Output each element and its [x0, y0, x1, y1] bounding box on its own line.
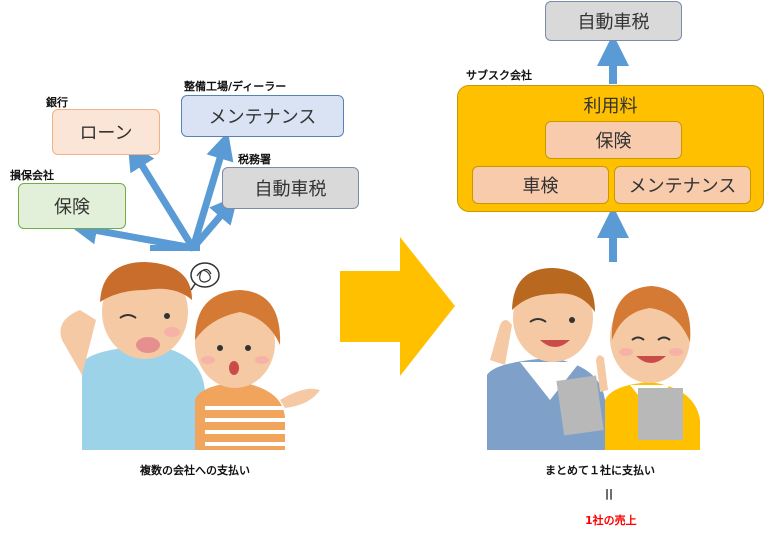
- top-vehicle-tax-box: 自動車税: [545, 1, 682, 41]
- vehicle-tax-box: 自動車税: [222, 167, 359, 209]
- loan-box: ローン: [52, 109, 160, 155]
- arrow-to-tax: [190, 195, 239, 251]
- worried-man-illustration: [60, 262, 205, 450]
- dealer-label: 整備工場/ディーラー: [184, 80, 287, 93]
- arrow-to-maintenance: [189, 131, 234, 250]
- tax-office-label: 税務署: [238, 153, 271, 166]
- right-caption: まとめて１社に支払い: [545, 464, 655, 477]
- insurance-box: 保険: [18, 183, 126, 229]
- fee-insurance-box: 保険: [545, 121, 682, 159]
- confused-woman-illustration: [195, 290, 320, 450]
- left-arrows: [69, 131, 239, 252]
- fee-inspection-box: 車検: [472, 166, 609, 204]
- equals-sign: ||: [605, 487, 614, 500]
- subscription-company-label: サブスク会社: [466, 69, 532, 82]
- single-company-sales: 1社の売上: [585, 514, 637, 527]
- confusion-scribble-icon: [190, 262, 220, 291]
- left-caption: 複数の会社への支払い: [140, 464, 250, 477]
- maintenance-box: メンテナンス: [181, 95, 344, 137]
- happy-man-illustration: [487, 268, 605, 450]
- usage-fee-title: 利用料: [583, 96, 638, 117]
- bank-label: 銀行: [46, 96, 68, 109]
- big-yellow-arrow: [340, 237, 455, 376]
- insurer-label: 損保会社: [10, 169, 54, 182]
- fee-maintenance-box: メンテナンス: [614, 166, 751, 204]
- happy-woman-illustration: [596, 286, 700, 450]
- arrow-to-loan: [127, 142, 196, 250]
- arrow-to-insurance: [69, 216, 194, 252]
